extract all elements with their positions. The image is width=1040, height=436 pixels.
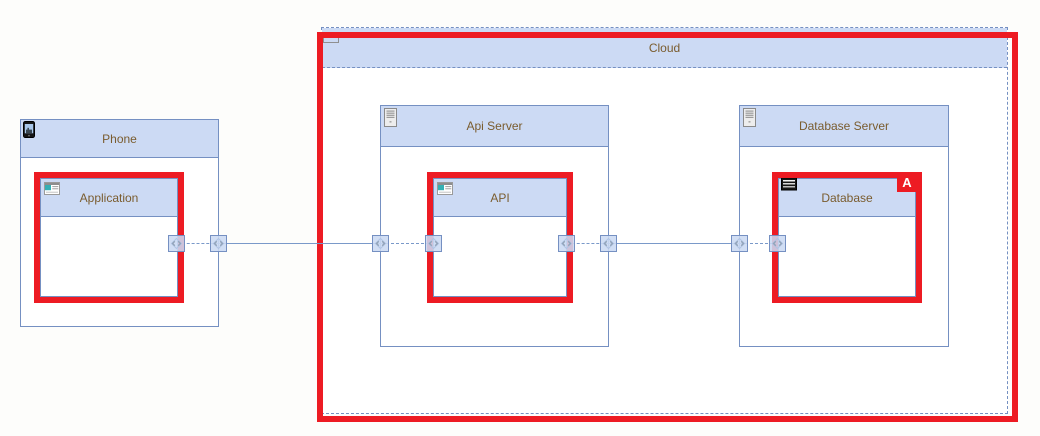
edge-application-api[interactable] bbox=[219, 243, 381, 244]
api-label: API bbox=[490, 190, 510, 205]
database-label: Database bbox=[821, 190, 873, 205]
cloud-label: Cloud bbox=[648, 40, 681, 55]
connection-handle-icon[interactable] bbox=[769, 235, 786, 252]
database-node[interactable]: Database bbox=[778, 176, 916, 297]
edge-api-database[interactable] bbox=[740, 243, 778, 244]
api-header: API bbox=[434, 179, 566, 217]
connection-handle-icon[interactable] bbox=[210, 235, 227, 252]
api-node[interactable]: API bbox=[433, 178, 567, 297]
connection-handle-icon[interactable] bbox=[558, 235, 575, 252]
app-window-icon bbox=[437, 182, 453, 200]
server-icon bbox=[743, 108, 756, 132]
application-header: Application bbox=[41, 179, 177, 217]
server-icon bbox=[384, 108, 397, 132]
phone-label: Phone bbox=[102, 131, 137, 146]
edge-api-database[interactable] bbox=[567, 243, 609, 244]
validation-badge: A bbox=[897, 173, 917, 192]
connection-handle-icon[interactable] bbox=[372, 235, 389, 252]
database-icon bbox=[781, 176, 797, 196]
phone-header: Phone bbox=[21, 120, 218, 158]
connection-handle-icon[interactable] bbox=[731, 235, 748, 252]
api-server-header: Api Server bbox=[381, 106, 608, 147]
connection-handle-icon[interactable] bbox=[168, 235, 185, 252]
edge-application-api[interactable] bbox=[177, 243, 219, 244]
cloud-header: Cloud bbox=[322, 28, 1007, 68]
application-node[interactable]: Application bbox=[40, 178, 178, 297]
database-server-header: Database Server bbox=[740, 106, 948, 147]
database-server-label: Database Server bbox=[798, 119, 890, 133]
phone-icon bbox=[23, 121, 35, 143]
application-label: Application bbox=[79, 190, 139, 205]
database-header: Database bbox=[779, 176, 915, 217]
connection-handle-icon[interactable] bbox=[425, 235, 442, 252]
collapse-button[interactable] bbox=[323, 33, 339, 43]
edge-application-api[interactable] bbox=[381, 243, 434, 244]
app-window-icon bbox=[44, 182, 60, 200]
api-server-label: Api Server bbox=[466, 119, 523, 133]
edge-api-database[interactable] bbox=[609, 243, 740, 244]
connection-handle-icon[interactable] bbox=[600, 235, 617, 252]
